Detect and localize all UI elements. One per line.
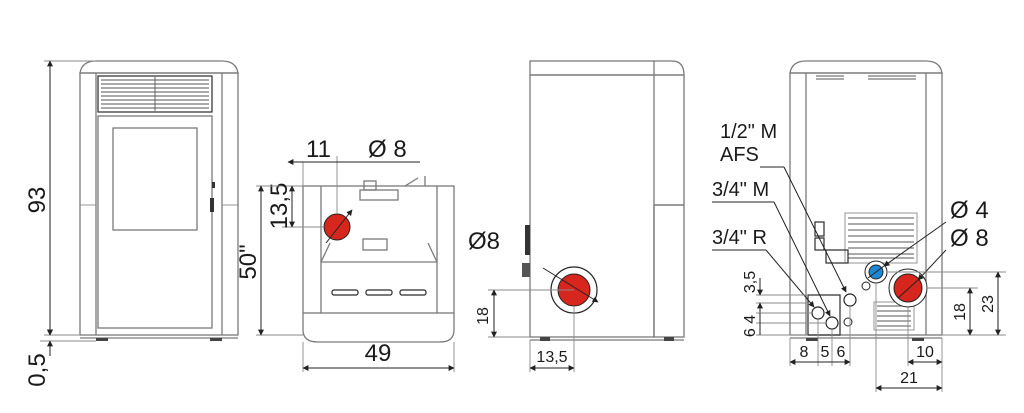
label-afs-size: 1/2" M bbox=[720, 121, 777, 143]
dim-height-135: 13,5 bbox=[266, 183, 293, 230]
dim-21: 21 bbox=[900, 370, 918, 387]
front-door bbox=[97, 115, 213, 329]
label-diameter-4: Ø 4 bbox=[950, 197, 989, 224]
dim-6: 6 bbox=[837, 344, 846, 361]
fitting-afs bbox=[843, 293, 857, 307]
front-view bbox=[79, 60, 239, 341]
rear-body bbox=[789, 72, 943, 336]
dim-8: 8 bbox=[800, 344, 809, 361]
fitting-34r bbox=[811, 306, 825, 320]
front-top-cap bbox=[79, 60, 239, 74]
dim-width-49: 49 bbox=[365, 340, 392, 367]
dim-diameter-side: Ø 8 bbox=[368, 136, 407, 163]
dim-diameter-profile: Ø8 bbox=[468, 228, 500, 255]
profile-dimensions: Ø8 18 13,5 bbox=[468, 228, 575, 372]
side-dimensions: 11 Ø 8 13,5 50" 49 bbox=[235, 136, 455, 372]
label-afs: AFS bbox=[720, 144, 759, 166]
side-body bbox=[302, 185, 455, 314]
door-handle bbox=[210, 198, 214, 212]
dim-10: 10 bbox=[916, 344, 934, 361]
rear-view bbox=[789, 60, 943, 341]
dim-height-18-profile: 18 bbox=[475, 307, 492, 325]
dim-23: 23 bbox=[980, 295, 997, 313]
label-diameter-8: Ø 8 bbox=[950, 225, 989, 252]
dim-height-50: 50" bbox=[235, 244, 262, 279]
rear-dimensions: 3,5 6 4 8 5 6 18 23 10 21 bbox=[742, 271, 1006, 392]
dim-64: 6 4 bbox=[742, 315, 759, 337]
fitting-34m bbox=[825, 316, 839, 330]
profile-top bbox=[529, 60, 655, 76]
front-grille-slats bbox=[101, 77, 209, 111]
rear-top-cap bbox=[789, 60, 943, 74]
rear-labels: 1/2" M AFS 3/4" M 3/4" R Ø 4 Ø 8 bbox=[712, 121, 989, 317]
front-grille bbox=[97, 75, 213, 113]
front-body bbox=[79, 72, 239, 336]
dim-height-93: 93 bbox=[24, 187, 51, 214]
label-34m: 3/4" M bbox=[712, 179, 769, 201]
label-34r: 3/4" R bbox=[712, 227, 767, 249]
dim-base-05: 0,5 bbox=[24, 353, 51, 386]
front-glass bbox=[112, 127, 198, 231]
rear-vent-block bbox=[844, 212, 918, 264]
dim-35: 3,5 bbox=[742, 271, 759, 293]
front-dimensions: 93 0,5 bbox=[24, 60, 96, 387]
dim-offset-11: 11 bbox=[306, 136, 331, 163]
side-view bbox=[302, 176, 455, 343]
dim-18-rear: 18 bbox=[952, 303, 969, 321]
profile-view bbox=[522, 60, 685, 341]
dim-depth-135: 13,5 bbox=[536, 349, 567, 366]
dim-5: 5 bbox=[821, 344, 830, 361]
